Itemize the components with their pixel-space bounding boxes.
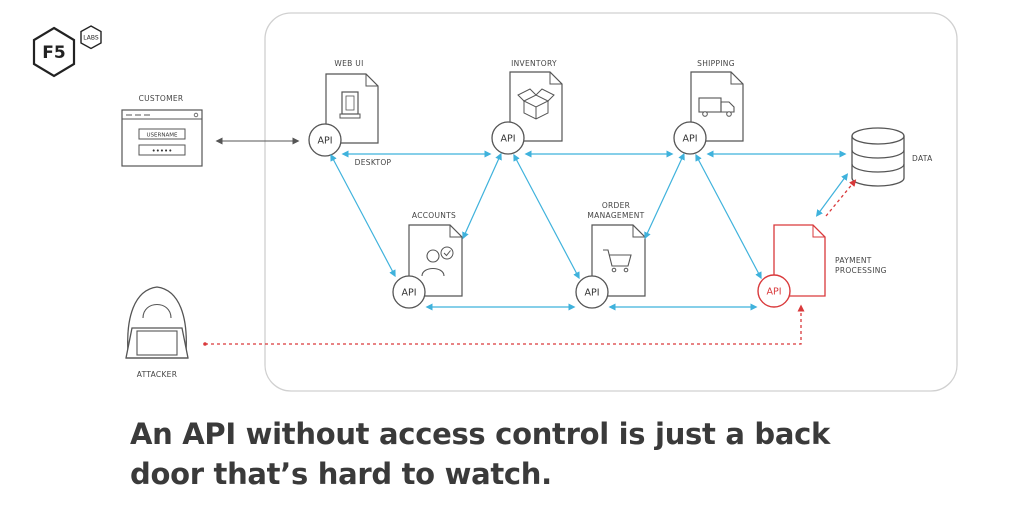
accounts-api-label: API [401, 288, 416, 299]
architecture-diagram: F5 LABS CUSTOMER USERNAME ••••• WEB UI A… [32, 12, 958, 392]
attacker-label: ATTACKER [137, 370, 178, 379]
shipping-document-icon [690, 71, 744, 142]
payment-label-line1: PAYMENT [835, 256, 872, 265]
attack-path [205, 179, 857, 345]
username-field-label: USERNAME [147, 133, 178, 139]
caption-headline: An API without access control is just a … [130, 414, 990, 494]
logo-main-text: F5 [42, 43, 65, 63]
caption-line-1: An API without access control is just a … [130, 417, 831, 451]
inventory-api-label: API [500, 134, 515, 145]
webui-label: WEB UI [334, 59, 363, 68]
shipping-api-label: API [682, 134, 697, 145]
attack-origin-dot [203, 342, 207, 346]
system-boundary [264, 12, 958, 392]
accounts-api-circle [392, 275, 426, 309]
customer-label: CUSTOMER [139, 94, 184, 103]
order-label-line2: MANAGEMENT [587, 211, 644, 220]
shipping-api-circle [673, 121, 707, 155]
order-label-line1: ORDER [602, 201, 630, 210]
payment-api-circle [757, 274, 791, 308]
shipping-label: SHIPPING [697, 59, 735, 68]
order-api-circle [575, 275, 609, 309]
data-label: DATA [912, 154, 933, 163]
logo-sub-text: LABS [83, 35, 99, 42]
webui-api-label: API [317, 136, 332, 147]
database-icon [851, 127, 905, 187]
inventory-api-circle [491, 121, 525, 155]
payment-label-line2: PROCESSING [835, 266, 887, 275]
desktop-label: DESKTOP [355, 158, 392, 167]
password-mask: ••••• [152, 147, 173, 155]
payment-api-label: API [766, 287, 781, 298]
caption-line-2: door that’s hard to watch. [130, 457, 552, 491]
order-api-label: API [584, 288, 599, 299]
inventory-label: INVENTORY [511, 59, 557, 68]
accounts-label: ACCOUNTS [412, 211, 456, 220]
accounts-document-icon [408, 224, 463, 297]
webui-api-circle [308, 123, 342, 157]
hooded-attacker-icon [125, 286, 189, 359]
customer-login-window-icon [121, 109, 203, 167]
f5-labs-logo: F5 LABS [32, 25, 102, 78]
service-links [330, 150, 849, 311]
